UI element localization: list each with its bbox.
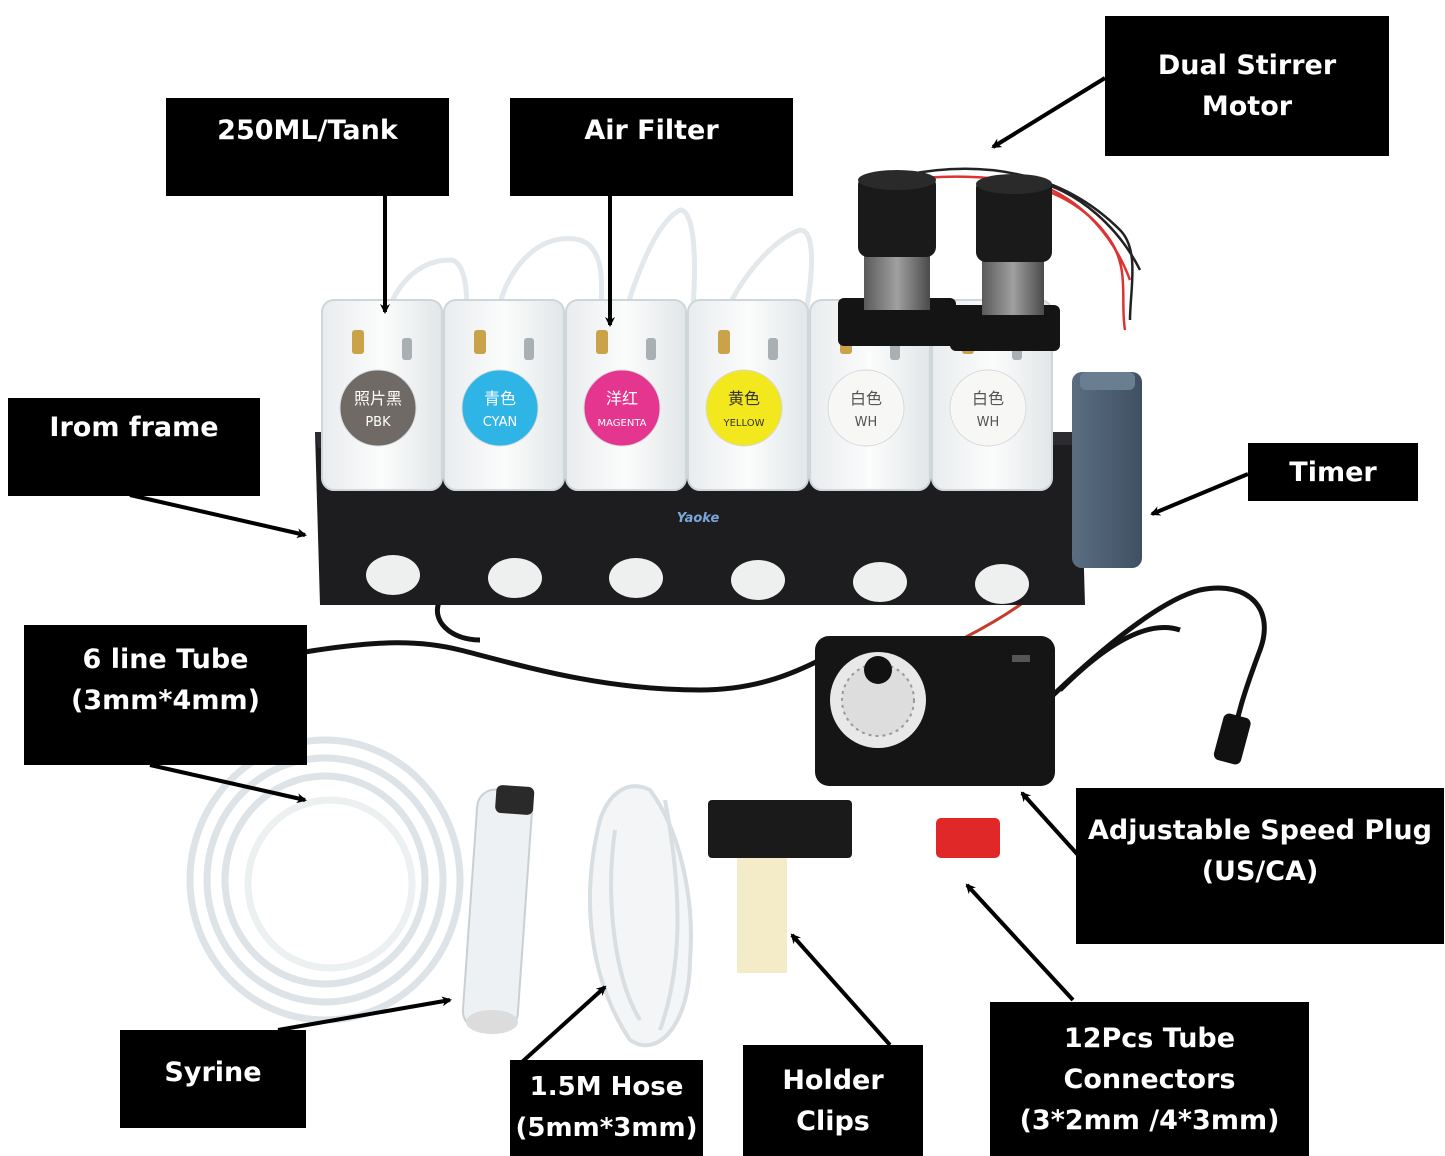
arrow-connectors xyxy=(965,883,1075,1002)
air-filter-nozzle xyxy=(718,330,730,354)
tank-label-en: WH xyxy=(977,415,1000,430)
arrow-holder xyxy=(790,933,892,1047)
label-text: Clips xyxy=(796,1105,870,1137)
air-filter-nozzle xyxy=(352,330,364,354)
stirrer-motor-1 xyxy=(838,170,956,346)
tank-label-en: PBK xyxy=(365,415,391,430)
tank-color-label xyxy=(461,369,539,447)
label-text: 6 line Tube xyxy=(82,644,249,675)
arrow-syringe xyxy=(277,996,452,1032)
arrow-iron-frame xyxy=(129,493,307,539)
label-holder-clips: Holder Clips xyxy=(743,1045,923,1156)
syringe xyxy=(461,785,535,1034)
label-adjustable-speed-plug: Adjustable Speed Plug (US/CA) xyxy=(1076,788,1444,944)
label-text: Adjustable Speed Plug xyxy=(1088,815,1432,846)
tank-label-cn: 白色 xyxy=(850,389,882,408)
label-text: (US/CA) xyxy=(1201,856,1319,887)
power-cable xyxy=(304,585,1267,751)
label-tube-connectors: 12Pcs Tube Connectors (3*2mm /4*3mm) xyxy=(990,1002,1309,1156)
tube-connector xyxy=(936,818,1000,858)
stirrer-wires xyxy=(899,167,1142,331)
arrow-speed-plug xyxy=(1020,791,1080,857)
label-dual-stirrer-motor: Dual Stirrer Motor xyxy=(1105,16,1389,156)
label-text: (3mm*4mm) xyxy=(71,685,260,716)
label-text: Dual Stirrer xyxy=(1157,50,1337,81)
label-text: 250ML/Tank xyxy=(217,115,398,146)
air-filter-nozzle xyxy=(596,330,608,354)
ink-tanks: 照片黑 PBK 青色 CYAN 洋红 MAGENTA 黄色 YELLOW 白色 WH 白色 WH xyxy=(321,299,1053,491)
tank-color-label xyxy=(949,369,1027,447)
label-text: Irom frame xyxy=(49,411,219,443)
label-six-line-tube: 6 line Tube (3mm*4mm) xyxy=(24,625,307,765)
label-text: Syrine xyxy=(164,1056,262,1088)
ink-tank-4: 黄色 YELLOW xyxy=(687,299,809,491)
timer-box xyxy=(1072,372,1142,568)
label-tank-capacity: 250ML/Tank xyxy=(166,98,449,196)
tank-color-label xyxy=(827,369,905,447)
label-text: (3*2mm /4*3mm) xyxy=(1019,1104,1280,1136)
ink-tank-3: 洋红 MAGENTA xyxy=(565,299,687,491)
brand-logo: Yaoke xyxy=(677,511,720,526)
label-text: Air Filter xyxy=(584,115,719,146)
tank-color-label xyxy=(705,369,783,447)
tube-valve xyxy=(768,338,778,360)
label-text: (5mm*3mm) xyxy=(515,1113,698,1143)
label-text: Connectors xyxy=(1063,1063,1236,1095)
ink-tank-1: 照片黑 PBK xyxy=(321,299,443,491)
holder-clip xyxy=(708,800,852,973)
tank-label-cn: 白色 xyxy=(972,389,1004,408)
hose-bundle xyxy=(588,784,693,1048)
label-hose: 1.5M Hose (5mm*3mm) xyxy=(510,1060,703,1156)
air-filter-nozzle xyxy=(474,330,486,354)
dc-plug xyxy=(1213,713,1251,765)
arrow-tube xyxy=(149,763,307,804)
tank-label-en: WH xyxy=(855,415,878,430)
label-text: 12Pcs Tube xyxy=(1063,1022,1236,1054)
arrow-stirrer xyxy=(991,76,1107,149)
frame-holes xyxy=(366,555,1029,604)
label-air-filter: Air Filter xyxy=(510,98,793,196)
tube-valve xyxy=(402,338,412,360)
label-text: 1.5M Hose xyxy=(529,1072,684,1102)
tube-valve xyxy=(646,338,656,360)
tank-label-cn: 黄色 xyxy=(728,389,760,408)
tank-label-cn: 洋红 xyxy=(606,389,638,408)
arrow-timer xyxy=(1150,472,1249,516)
label-iron-frame: Irom frame xyxy=(8,398,260,496)
ink-tank-2: 青色 CYAN xyxy=(443,299,565,491)
label-text: Motor xyxy=(1201,91,1293,122)
arrow-hose xyxy=(520,985,607,1064)
tank-label-cn: 青色 xyxy=(484,389,516,408)
tank-color-label xyxy=(583,369,661,447)
stirrer-motor-2 xyxy=(950,174,1060,351)
tank-label-en: MAGENTA xyxy=(597,418,646,429)
speed-controller xyxy=(815,636,1055,786)
pointer-arrows xyxy=(129,76,1249,1064)
tank-label-en: CYAN xyxy=(483,415,517,430)
label-timer: Timer xyxy=(1248,443,1418,501)
tube-valve xyxy=(524,338,534,360)
tank-label-en: YELLOW xyxy=(723,418,765,429)
ink-tank-5: 白色 WH xyxy=(809,299,931,491)
label-text: Holder xyxy=(782,1064,884,1096)
tank-color-label xyxy=(339,369,417,447)
tank-label-cn: 照片黑 xyxy=(354,389,402,408)
label-syringe: Syrine xyxy=(120,1030,306,1128)
label-text: Timer xyxy=(1289,456,1377,488)
